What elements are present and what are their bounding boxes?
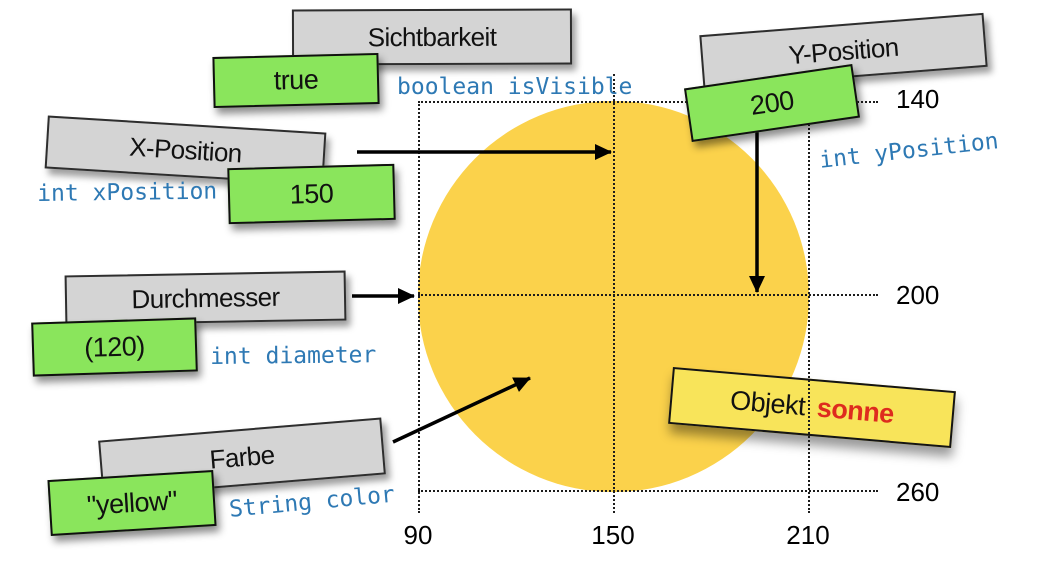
code-xposition: int xPosition <box>37 178 218 207</box>
value-diameter-text: (120) <box>83 330 146 363</box>
grid-hline-200 <box>418 294 878 296</box>
grid-vline-210 <box>808 101 810 513</box>
grid-hline-140 <box>418 101 878 103</box>
value-xposition-text: 150 <box>289 177 334 210</box>
code-diameter: int diameter <box>210 342 377 370</box>
code-color: String color <box>228 481 396 523</box>
x-tick-150: 150 <box>591 520 635 550</box>
y-tick-200: 200 <box>896 280 940 310</box>
value-visibility-text: true <box>273 64 319 96</box>
object-note-prefix: Objekt <box>729 385 807 422</box>
code-yposition: int yPosition <box>818 128 1000 174</box>
x-tick-90: 90 <box>403 520 433 550</box>
value-sticky-color: "yellow" <box>47 469 217 537</box>
object-note-name: sonne <box>815 392 896 429</box>
value-color-text: "yellow" <box>86 484 178 521</box>
label-xposition-text: X-Position <box>128 131 243 169</box>
value-sticky-diameter: (120) <box>31 317 198 377</box>
label-visibility-text: Sichtbarkeit <box>367 21 497 52</box>
value-sticky-xposition: 150 <box>227 163 396 225</box>
label-diameter-text: Durchmesser <box>131 281 280 314</box>
grid-vline-150 <box>613 74 615 513</box>
grid-hline-260 <box>418 490 878 492</box>
value-yposition-text: 200 <box>748 84 796 121</box>
grid-vline-90 <box>418 101 420 513</box>
value-sticky-visibility: true <box>212 52 380 109</box>
label-color-text: Farbe <box>208 439 276 475</box>
x-tick-210: 210 <box>786 520 830 550</box>
y-tick-260: 260 <box>896 477 940 507</box>
y-tick-140: 140 <box>896 84 940 114</box>
code-visibility: boolean isVisible <box>397 74 633 100</box>
label-plate-diameter: Durchmesser <box>64 270 347 326</box>
